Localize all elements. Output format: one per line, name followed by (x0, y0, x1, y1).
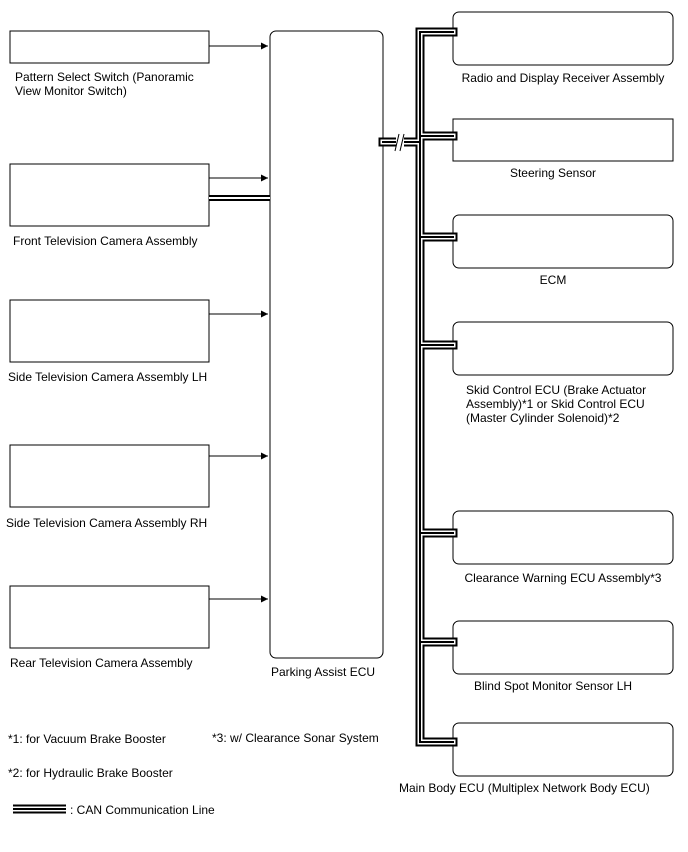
footnote-1: *1: for Vacuum Brake Booster (8, 732, 166, 746)
output-box-ecm (452, 214, 674, 269)
label-skid-control-ecu: Skid Control ECU (Brake Actuator Assembl… (466, 383, 647, 425)
can-break-mark (394, 133, 405, 152)
input-box-side-camera-rh (9, 444, 210, 508)
label-side-camera-lh: Side Television Camera Assembly LH (8, 370, 208, 384)
input-box-side-camera-lh (9, 299, 210, 363)
label-ecm: ECM (539, 273, 567, 287)
label-clearance-warning-ecu: Clearance Warning ECU Assembly*3 (464, 571, 662, 585)
label-main-body-ecu: Main Body ECU (Multiplex Network Body EC… (399, 781, 650, 795)
output-box-main-body-ecu (452, 722, 674, 777)
label-front-camera: Front Television Camera Assembly (13, 234, 198, 248)
footnote-3: *3: w/ Clearance Sonar System (212, 731, 379, 745)
output-box-blind-spot-monitor (452, 620, 674, 675)
label-side-camera-rh: Side Television Camera Assembly RH (6, 516, 208, 530)
footnote-2: *2: for Hydraulic Brake Booster (8, 766, 173, 780)
output-box-steering-sensor (452, 118, 674, 162)
input-box-front-camera (9, 163, 210, 227)
output-box-skid-control-ecu (452, 321, 674, 376)
input-box-pattern-select-switch (9, 30, 210, 64)
label-parking-assist-ecu: Parking Assist ECU (271, 665, 376, 679)
label-radio-display: Radio and Display Receiver Assembly (461, 71, 665, 85)
input-box-rear-camera (9, 585, 210, 649)
label-pattern-select-switch: Pattern Select Switch (Panoramic View Mo… (15, 70, 194, 98)
can-bus (378, 27, 458, 747)
output-box-radio-display (452, 11, 674, 66)
parking-assist-ecu-box (269, 30, 384, 659)
label-blind-spot-monitor: Blind Spot Monitor Sensor LH (473, 679, 633, 693)
output-box-clearance-warning-ecu (452, 510, 674, 565)
label-rear-camera: Rear Television Camera Assembly (10, 656, 193, 670)
label-steering-sensor: Steering Sensor (509, 166, 597, 180)
legend-can-label: : CAN Communication Line (70, 803, 215, 817)
